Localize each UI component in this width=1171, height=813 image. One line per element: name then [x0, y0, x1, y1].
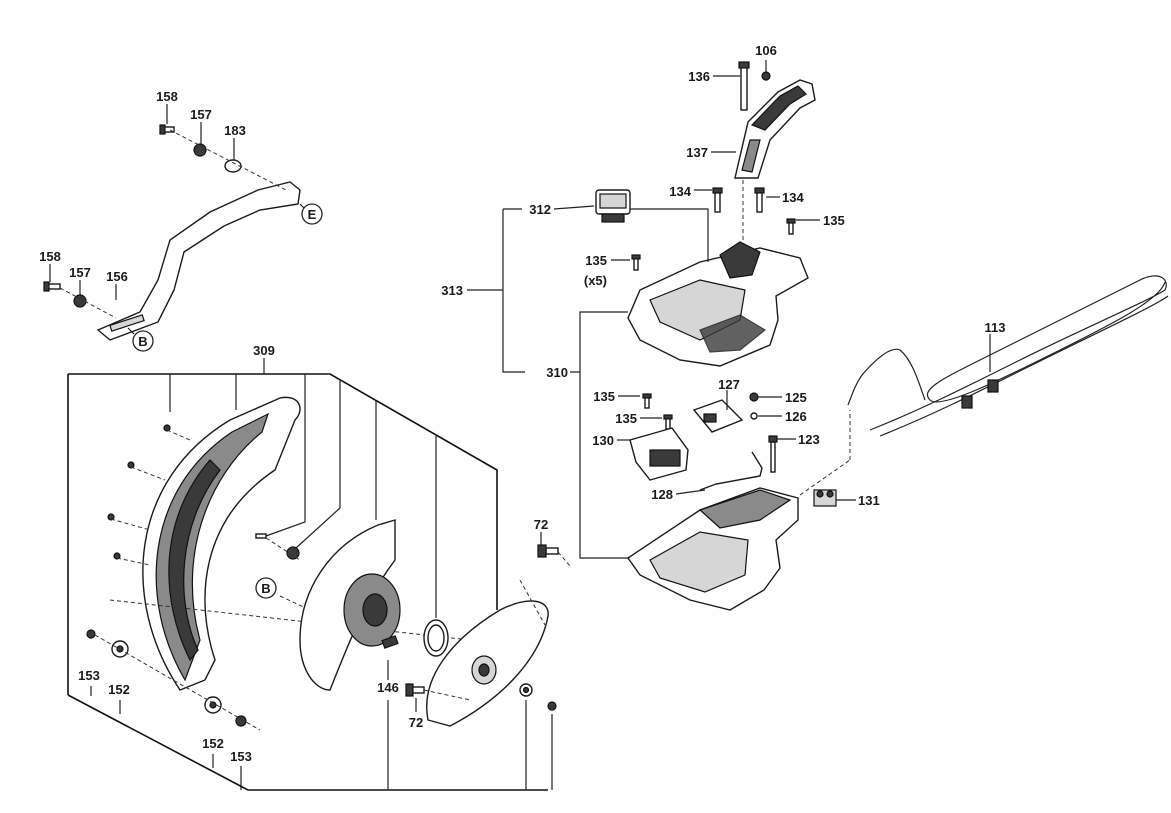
screws-134-part	[712, 187, 765, 213]
bolt-72-lower-part	[405, 683, 425, 697]
label-135-lower-b: 135	[615, 411, 637, 426]
label-152-left: 152	[108, 682, 130, 697]
screw-135-top-part	[786, 218, 796, 235]
label-127: 127	[718, 377, 740, 392]
svg-text:B: B	[261, 581, 270, 596]
label-135-lower-a: 135	[593, 389, 615, 404]
label-125: 125	[785, 390, 807, 405]
label-123: 123	[798, 432, 820, 447]
callout-b-arm: B	[132, 330, 154, 352]
label-136: 136	[688, 69, 710, 84]
bolt-72-upper-part	[537, 544, 559, 558]
washer-157-left-part	[73, 294, 87, 308]
lower-blade-guard-part	[299, 519, 401, 691]
blade-flange-parts	[519, 683, 557, 711]
svg-text:E: E	[308, 207, 317, 222]
screw-158-left-part	[43, 281, 61, 292]
label-130: 130	[592, 433, 614, 448]
label-72-lower: 72	[409, 715, 423, 730]
handle-grip-part	[734, 79, 816, 179]
label-128: 128	[651, 487, 673, 502]
switch-312-part	[595, 189, 631, 223]
handle-housing-upper-part	[627, 241, 809, 367]
spring-part	[423, 619, 449, 657]
nut-106-part	[761, 71, 771, 81]
leader-309-c	[265, 374, 306, 537]
label-183: 183	[224, 123, 246, 138]
screw-158-top-part	[159, 124, 175, 135]
label-134-left: 134	[669, 184, 691, 199]
screw-123-part	[768, 435, 778, 473]
label-158-top: 158	[156, 89, 178, 104]
callout-e: E	[301, 203, 323, 225]
key-146-part	[381, 635, 399, 649]
ring-183-part	[224, 159, 242, 173]
label-72-upper: 72	[534, 517, 548, 532]
lever-arm-156-part	[96, 181, 301, 341]
label-158-left: 158	[39, 249, 61, 264]
screws-135-lower-part	[642, 393, 673, 430]
label-310: 310	[546, 365, 568, 380]
label-312: 312	[529, 202, 551, 217]
upper-blade-guard-part	[142, 396, 301, 691]
screw-135-x5-part	[631, 254, 641, 271]
label-126: 126	[785, 409, 807, 424]
label-153-left: 153	[78, 668, 100, 683]
guard-screws-part	[107, 424, 300, 560]
terminal-131-part	[813, 489, 837, 507]
label-135-x5: 135	[585, 253, 607, 268]
washer-126-part	[750, 412, 758, 420]
callout-b-guard: B	[255, 577, 277, 599]
label-x5-note: (x5)	[584, 273, 607, 288]
power-cable-113-part	[847, 275, 1169, 437]
svg-text:B: B	[138, 334, 147, 349]
label-153-right: 153	[230, 749, 252, 764]
label-156: 156	[106, 269, 128, 284]
label-135-top: 135	[823, 213, 845, 228]
label-106: 106	[755, 43, 777, 58]
bracket-309	[68, 373, 498, 610]
screw-125-part	[749, 392, 759, 402]
label-157-top: 157	[190, 107, 212, 122]
pcb-127-part	[692, 399, 744, 433]
switch-130-part	[629, 427, 689, 481]
label-134-right: 134	[782, 190, 804, 205]
label-146: 146	[377, 680, 399, 695]
label-131: 131	[858, 493, 880, 508]
label-137: 137	[686, 145, 708, 160]
bracket-diagonal	[67, 694, 249, 791]
label-152-right: 152	[202, 736, 224, 751]
guard-washers-part	[86, 629, 247, 727]
cable-128-part	[699, 451, 763, 491]
label-309: 309	[253, 343, 275, 358]
label-313: 313	[441, 283, 463, 298]
leader-309-d	[295, 380, 341, 549]
washer-157-top-part	[193, 143, 207, 157]
screw-136-part	[738, 61, 750, 111]
saw-blade-part	[426, 600, 549, 727]
label-113: 113	[985, 320, 1006, 335]
handle-housing-lower-part	[627, 487, 799, 611]
label-157-left: 157	[69, 265, 91, 280]
